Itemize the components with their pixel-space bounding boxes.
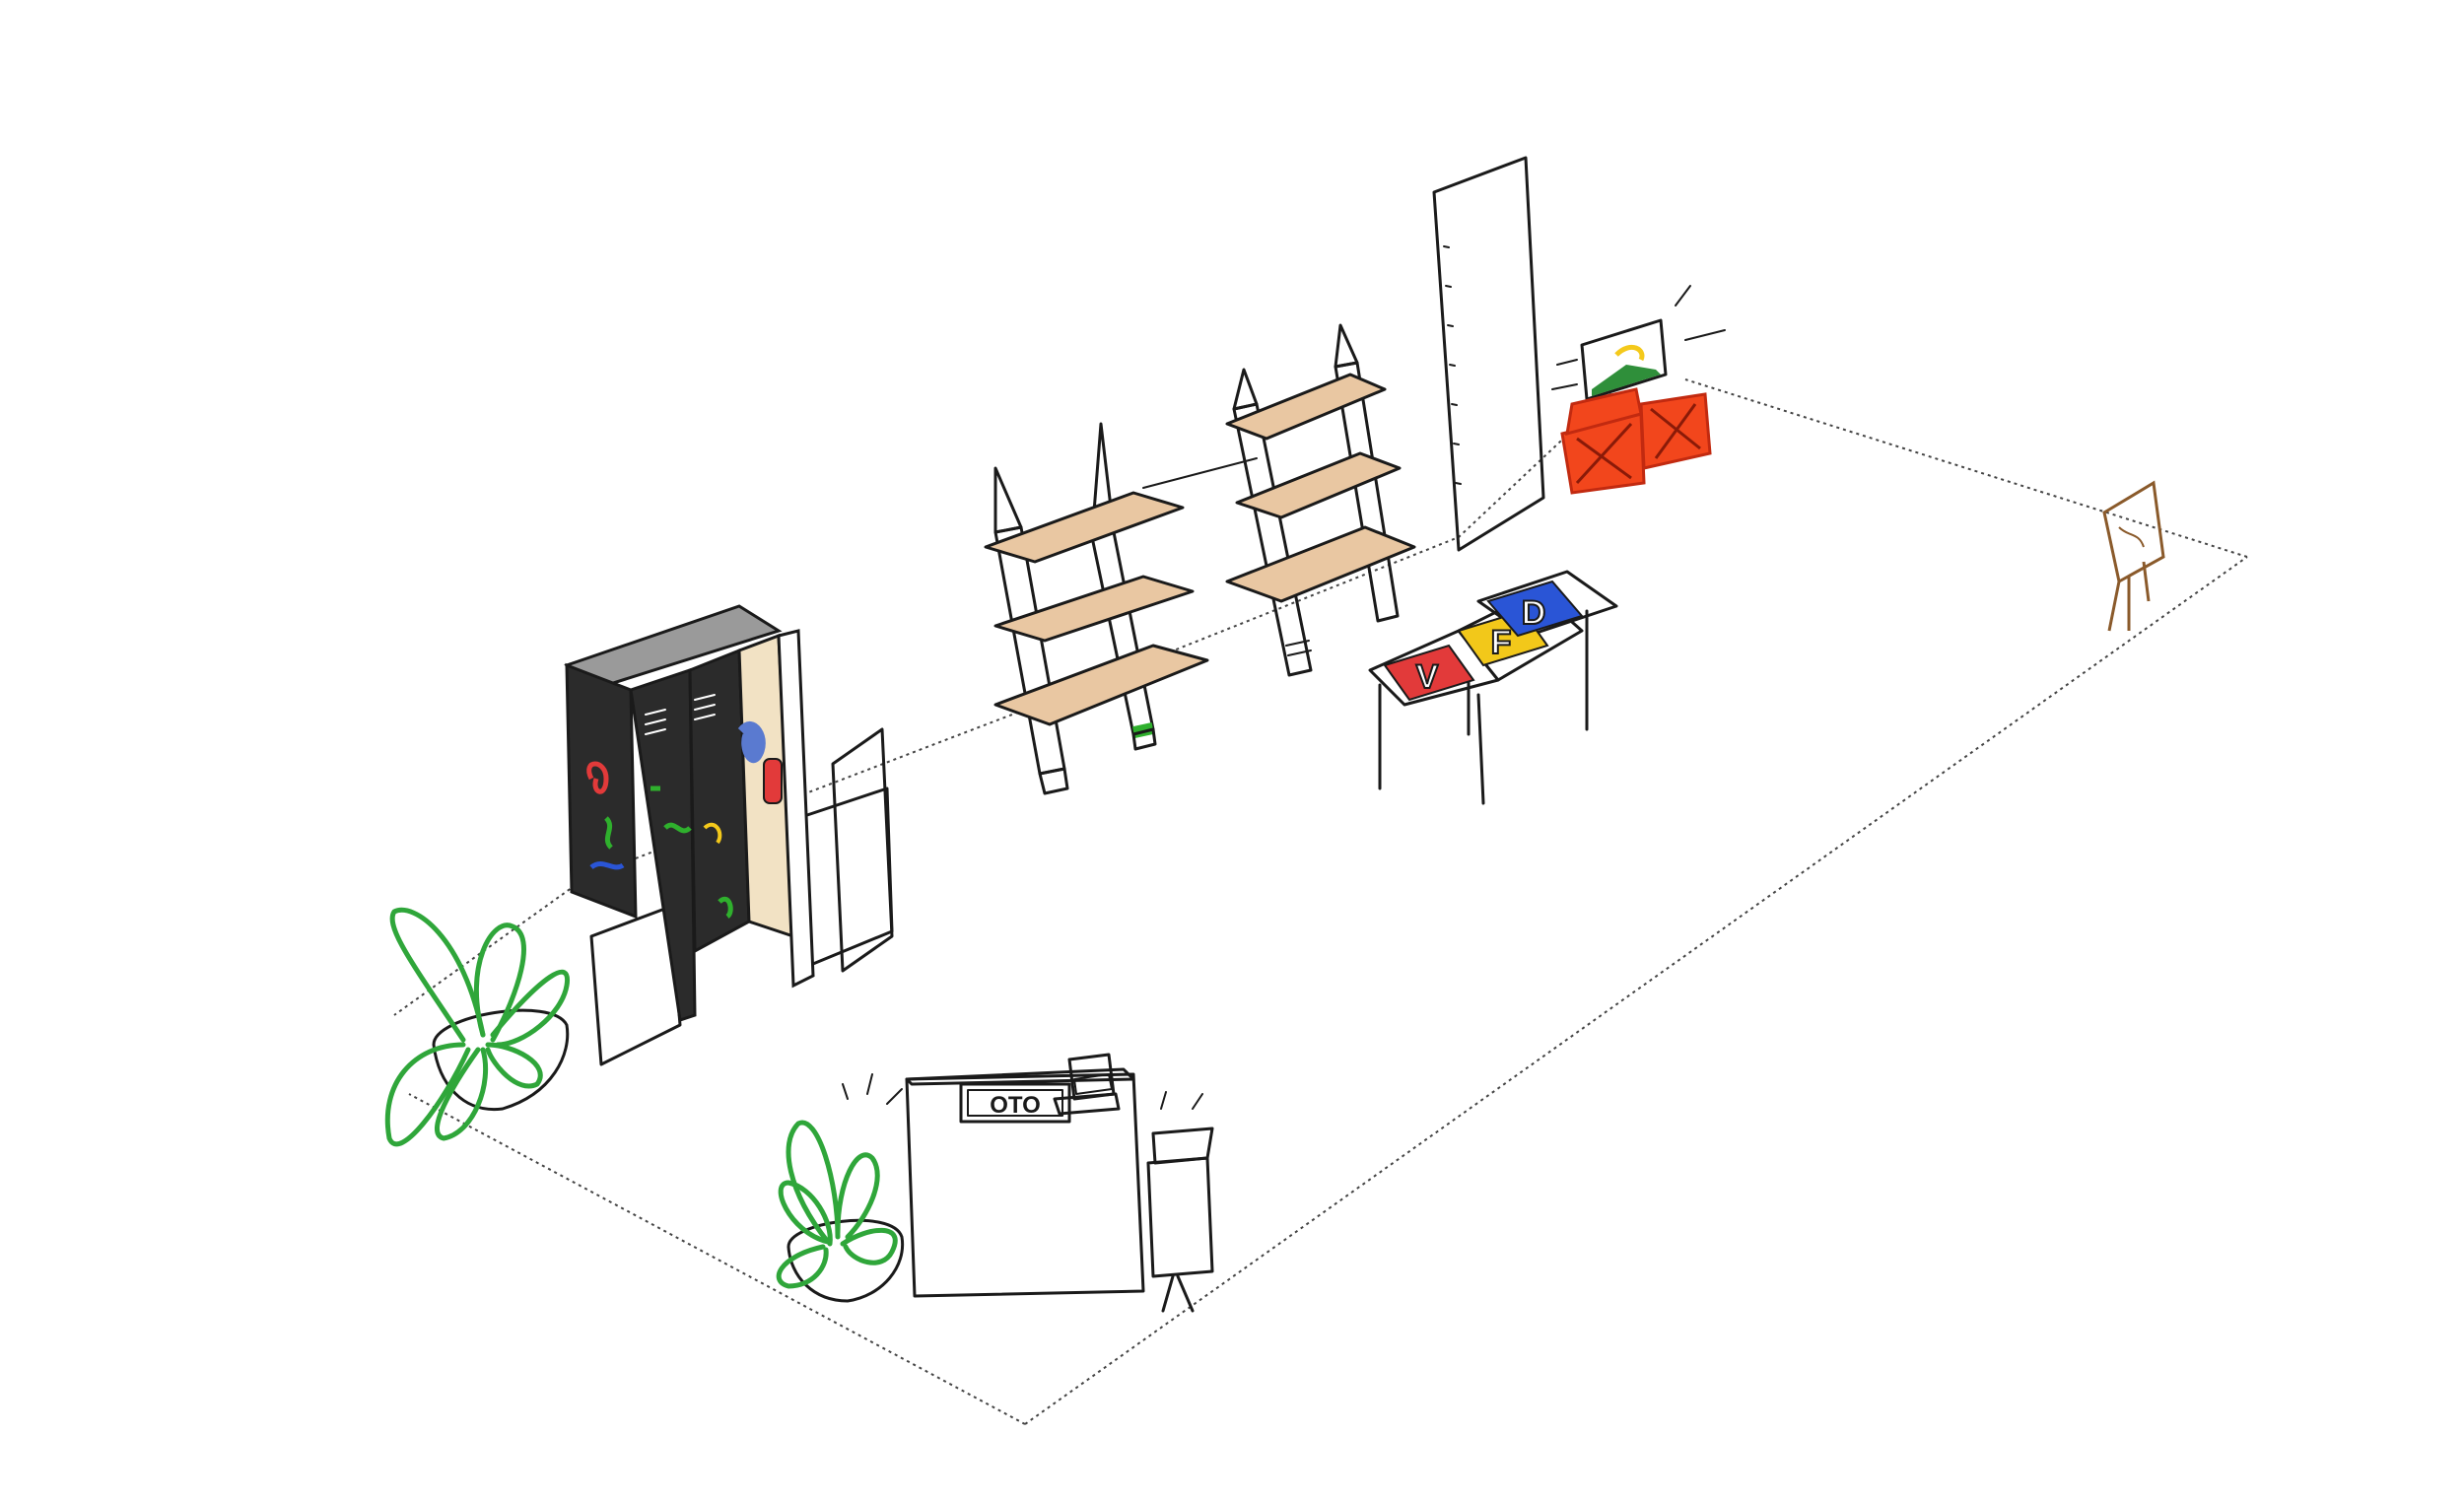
potted-plant-desk — [776, 1073, 905, 1303]
letter-tile-d-bg — [1486, 580, 1584, 638]
letter-tile-d-text: D — [1522, 594, 1546, 632]
reception-desk: OTO — [905, 1053, 1145, 1298]
desk-sign-text: OTO — [990, 1092, 1041, 1119]
shelf-board — [993, 575, 1195, 643]
letter-tile-d: D — [1486, 580, 1584, 638]
shelf-board — [1225, 373, 1387, 441]
tall-wall-panel — [1432, 156, 1545, 552]
shelf-board — [1235, 451, 1402, 519]
activity-table: V F D — [1368, 570, 1618, 805]
tv-on-crates — [1551, 285, 1726, 495]
shelf-connector — [1142, 457, 1258, 489]
desk-sign: OTO — [959, 1082, 1071, 1124]
letter-tile-v-bg — [1383, 644, 1475, 702]
shelf-board — [984, 491, 1185, 564]
floor-outline — [393, 378, 2248, 1425]
easel — [2102, 480, 2165, 632]
tripod-lamp — [1146, 1091, 1214, 1313]
potted-plant-left — [384, 908, 571, 1147]
letter-tile-f-text: F — [1491, 624, 1512, 661]
letter-tile-v-text: V — [1416, 658, 1439, 696]
shelf-board — [993, 644, 1209, 726]
laptop — [1053, 1053, 1121, 1116]
pencil-shelf-left — [984, 422, 1209, 795]
letter-tile-v: V — [1383, 644, 1475, 702]
pencil-shelf-right — [1225, 323, 1416, 677]
shelf-board — [1225, 525, 1416, 603]
locker-cabinet — [564, 604, 815, 1022]
crate-stack — [1560, 387, 1712, 495]
